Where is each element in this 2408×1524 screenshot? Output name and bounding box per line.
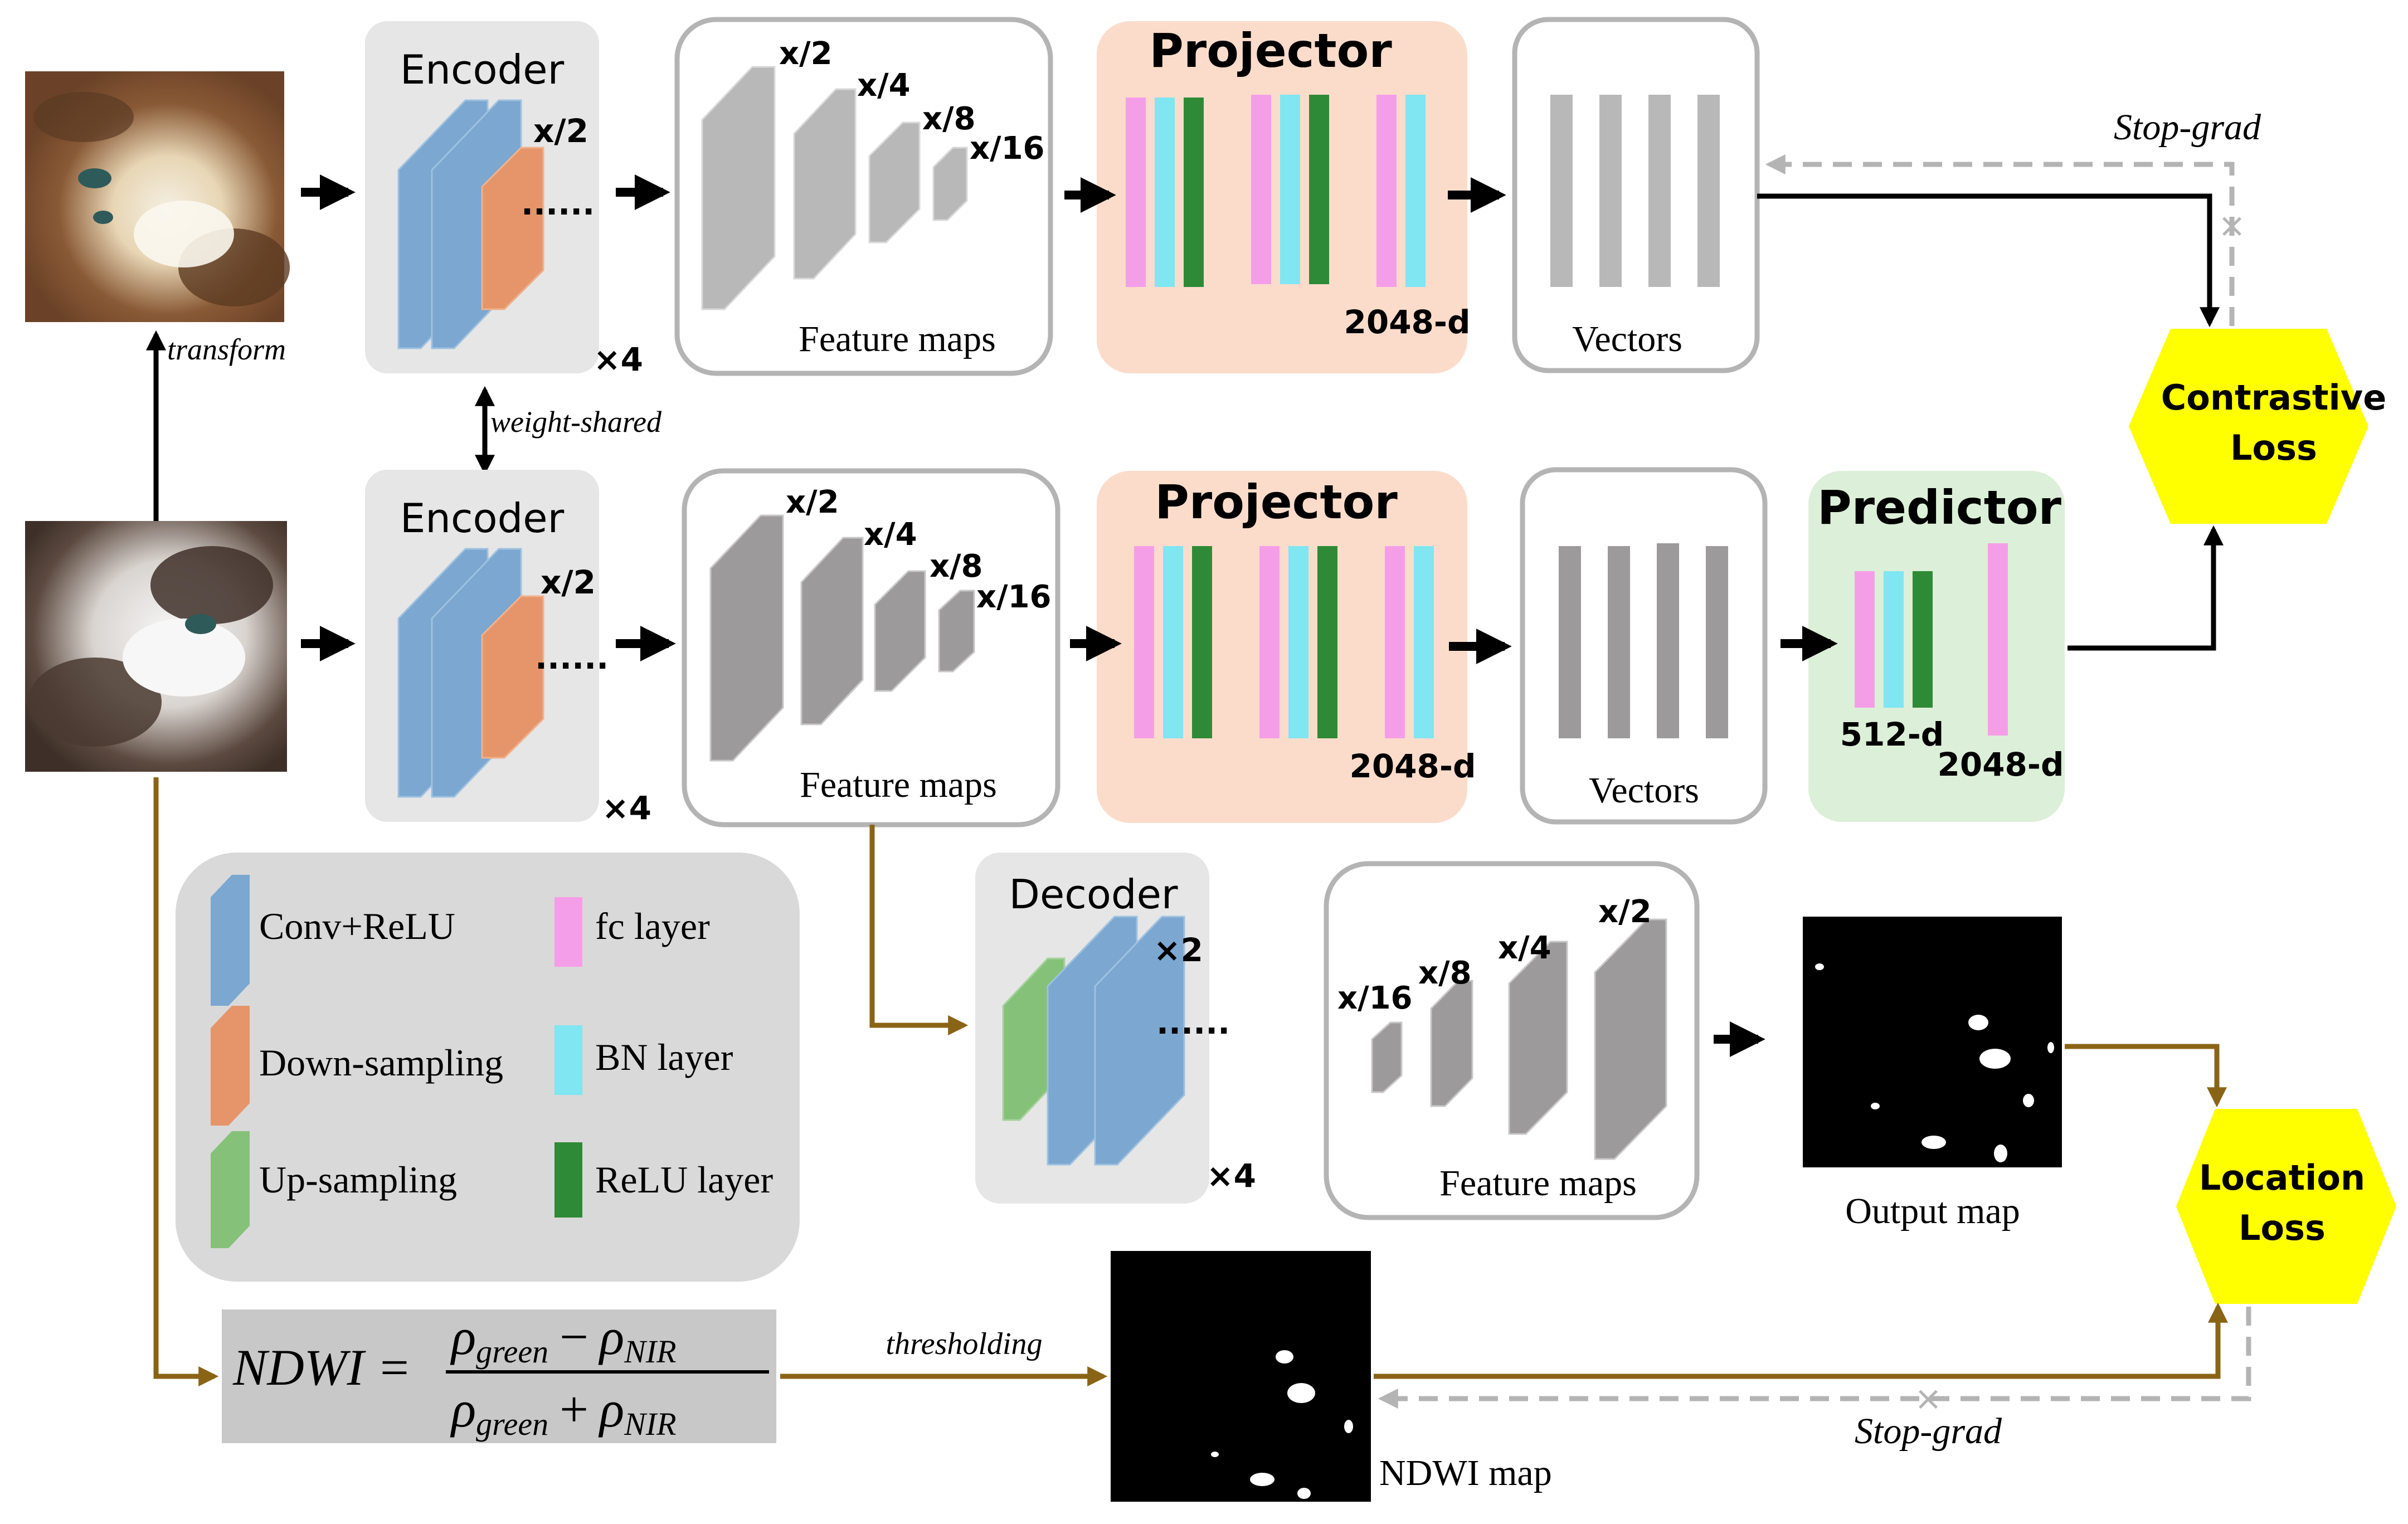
feature-scale: x/16 bbox=[976, 579, 1052, 615]
feature-maps-top: x/2 x/4 x/8 x/16 Feature maps bbox=[674, 17, 1053, 376]
feature-scale: x/4 bbox=[864, 517, 917, 553]
encoder-scale: x/2 bbox=[533, 112, 588, 150]
contrastive-loss: Contrastive Loss bbox=[2129, 329, 2386, 524]
plus-symbol: + bbox=[560, 1381, 588, 1438]
legend-conv: Conv+ReLU bbox=[259, 905, 455, 947]
legend-bn: BN layer bbox=[595, 1036, 733, 1078]
predictor-dim-large: 2048-d bbox=[1937, 746, 2064, 783]
feature-maps-label: Feature maps bbox=[800, 765, 997, 805]
ndwi-lhs: NDWI = bbox=[232, 1339, 411, 1396]
encoder-top: Encoder x/2 ...... ×4 bbox=[365, 21, 643, 378]
ndwi-denominator: ρgreen+ρNIR bbox=[450, 1381, 677, 1442]
decoder-title: Decoder bbox=[1009, 871, 1178, 918]
location-loss: Location Loss bbox=[2176, 1109, 2396, 1304]
predictor-dim-small: 512-d bbox=[1840, 715, 1944, 753]
vectors-to-contrastive-arrow bbox=[1757, 193, 2220, 328]
feature-maps-label: Feature maps bbox=[1439, 1163, 1637, 1204]
feature-scale: x/2 bbox=[779, 36, 833, 72]
minus-symbol: − bbox=[560, 1308, 588, 1365]
encoder-scale: x/2 bbox=[541, 563, 596, 601]
encoder-dots: ...... bbox=[535, 639, 609, 676]
decoder-repeat: ×4 bbox=[1207, 1157, 1256, 1195]
output-map bbox=[1803, 917, 2062, 1167]
encoder-dots: ...... bbox=[521, 184, 595, 222]
predictor-to-contrastive-arrow bbox=[2068, 525, 2224, 651]
vectors-top: Vectors bbox=[1512, 17, 1760, 373]
legend: Conv+ReLU Down-sampling Up-sampling fc l… bbox=[176, 853, 800, 1282]
feature-scale: x/8 bbox=[1418, 955, 1472, 991]
input-to-ndwi-arrow bbox=[153, 777, 219, 1386]
vectors-label: Vectors bbox=[1589, 770, 1699, 811]
original-input-image bbox=[25, 521, 287, 772]
rho-symbol: ρ bbox=[598, 1381, 624, 1438]
projector-dim: 2048-d bbox=[1349, 747, 1476, 785]
contrastive-loss-line1: Contrastive bbox=[2161, 377, 2387, 418]
feature-maps-middle: x/2 x/4 x/8 x/16 Feature maps bbox=[682, 468, 1061, 827]
projector-dim: 2048-d bbox=[1344, 303, 1470, 341]
transformed-input-image bbox=[25, 71, 290, 322]
feature-scale: x/2 bbox=[786, 484, 839, 520]
features-to-decoder-arrow bbox=[869, 825, 969, 1035]
vectors-label: Vectors bbox=[1572, 319, 1682, 359]
projector-title: Projector bbox=[1149, 23, 1392, 78]
legend-up: Up-sampling bbox=[259, 1158, 457, 1201]
thresholding-label: thresholding bbox=[886, 1327, 1042, 1361]
feature-maps-decoder: x/16 x/8 x/4 x/2 Feature maps bbox=[1324, 861, 1700, 1220]
ndwi-map bbox=[1111, 1251, 1371, 1502]
encoder-title: Encoder bbox=[400, 46, 565, 93]
feature-scale: x/2 bbox=[1598, 894, 1652, 930]
feature-scale: x/8 bbox=[922, 101, 976, 137]
location-loss-line1: Location bbox=[2199, 1157, 2365, 1198]
nir-subscript: NIR bbox=[624, 1406, 676, 1442]
ndwi-formula: NDWI = ρgreen−ρNIR ρgreen+ρNIR bbox=[222, 1308, 776, 1443]
output-map-label: Output map bbox=[1845, 1191, 2020, 1231]
location-loss-line2: Loss bbox=[2239, 1207, 2326, 1248]
rho-symbol: ρ bbox=[450, 1381, 476, 1438]
projector-bottom: Projector 2048-d bbox=[1097, 471, 1476, 823]
decoder: Decoder ×2 ...... ×4 bbox=[975, 853, 1256, 1204]
projector-title: Projector bbox=[1155, 475, 1398, 529]
feature-maps-label: Feature maps bbox=[799, 319, 996, 359]
decoder-dots: ...... bbox=[1156, 1004, 1230, 1041]
vectors-middle: Vectors bbox=[1520, 467, 1768, 825]
feature-scale: x/16 bbox=[970, 130, 1045, 167]
output-to-location-arrow bbox=[2065, 1044, 2227, 1108]
legend-fc: fc layer bbox=[595, 905, 710, 947]
ndwi-map-label: NDWI map bbox=[1379, 1453, 1552, 1493]
predictor-title: Predictor bbox=[1817, 480, 2062, 535]
decoder-repeat-inner: ×2 bbox=[1154, 931, 1203, 969]
stop-grad-cross: × bbox=[1914, 1379, 1942, 1418]
feature-scale: x/4 bbox=[1498, 930, 1551, 966]
feature-scale: x/8 bbox=[930, 548, 983, 585]
stop-grad-label: Stop-grad bbox=[2114, 107, 2261, 148]
feature-scale: x/4 bbox=[857, 67, 911, 104]
green-subscript: green bbox=[476, 1333, 548, 1370]
legend-down: Down-sampling bbox=[259, 1041, 503, 1084]
nir-subscript: NIR bbox=[624, 1333, 676, 1370]
encoder-repeat: ×4 bbox=[602, 789, 651, 827]
green-subscript: green bbox=[476, 1406, 548, 1442]
stop-grad-arrow-bottom bbox=[1378, 1307, 2251, 1409]
projector-top: Projector 2048-d bbox=[1097, 21, 1471, 373]
encoder-title: Encoder bbox=[400, 495, 565, 542]
ndwi-to-location-arrow bbox=[1374, 1302, 2228, 1379]
transform-label: transform bbox=[167, 333, 286, 366]
encoder-bottom: Encoder x/2 ...... ×4 bbox=[365, 470, 651, 827]
legend-relu: ReLU layer bbox=[595, 1158, 773, 1201]
encoder-repeat: ×4 bbox=[594, 340, 643, 378]
ndwi-numerator: ρgreen−ρNIR bbox=[450, 1308, 677, 1370]
stop-grad-cross: × bbox=[2218, 206, 2246, 245]
stop-grad-label: Stop-grad bbox=[1855, 1411, 2002, 1452]
stop-grad-arrow-top bbox=[1765, 154, 2235, 326]
contrastive-loss-line2: Loss bbox=[2230, 427, 2317, 468]
predictor: Predictor 512-d 2048-d bbox=[1808, 471, 2065, 822]
feature-scale: x/16 bbox=[1337, 980, 1413, 1016]
rho-symbol: ρ bbox=[450, 1308, 476, 1365]
rho-symbol: ρ bbox=[598, 1308, 624, 1365]
weight-shared-label: weight-shared bbox=[490, 405, 662, 439]
